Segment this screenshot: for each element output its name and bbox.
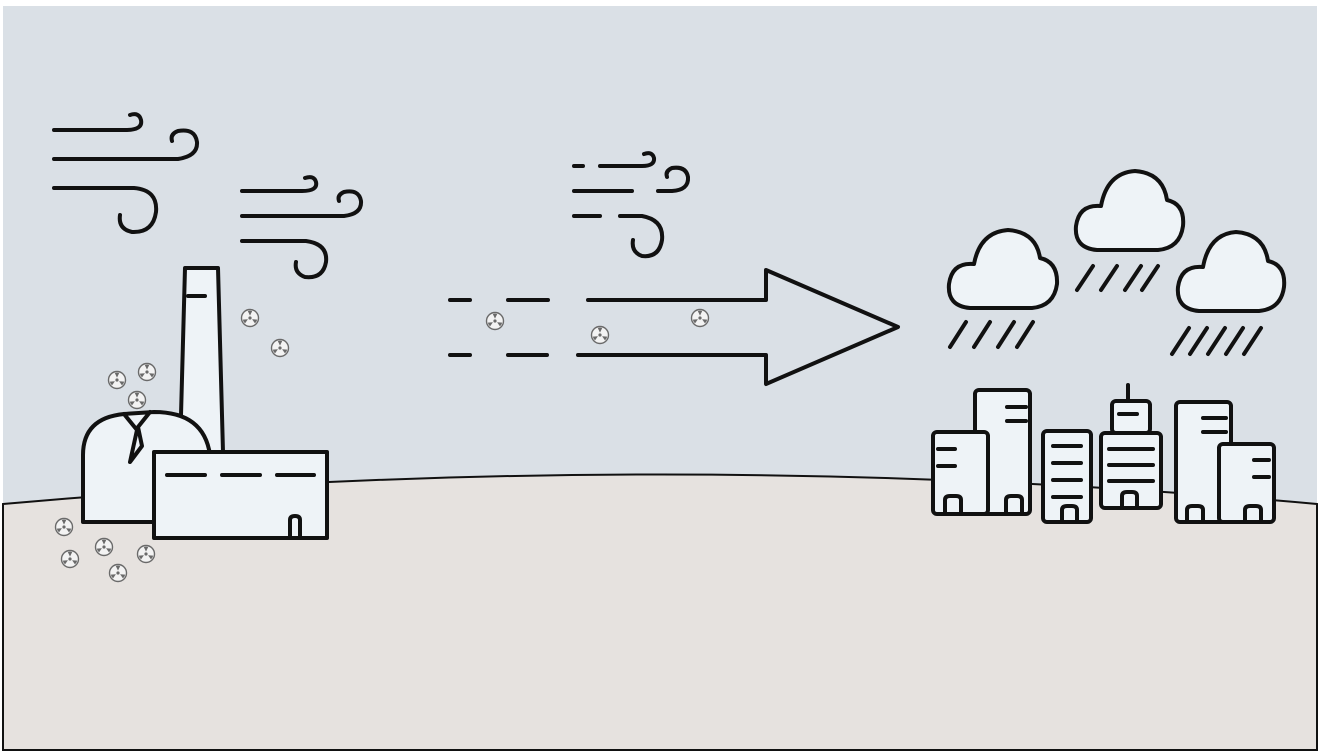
radiation-icon [487, 313, 504, 330]
radiation-icon [96, 539, 113, 556]
radiation-icon [592, 327, 609, 344]
radiation-icon [110, 565, 127, 582]
radiation-icon [56, 519, 73, 536]
radiation-icon [272, 340, 289, 357]
radiation-icon [242, 310, 259, 327]
building [1112, 401, 1150, 433]
radiation-icon [138, 546, 155, 563]
radiation-icon [692, 310, 709, 327]
building [1101, 433, 1161, 508]
radiation-icon [139, 364, 156, 381]
radiation-icon [62, 551, 79, 568]
radiation-icon [109, 372, 126, 389]
radiation-icon [129, 392, 146, 409]
